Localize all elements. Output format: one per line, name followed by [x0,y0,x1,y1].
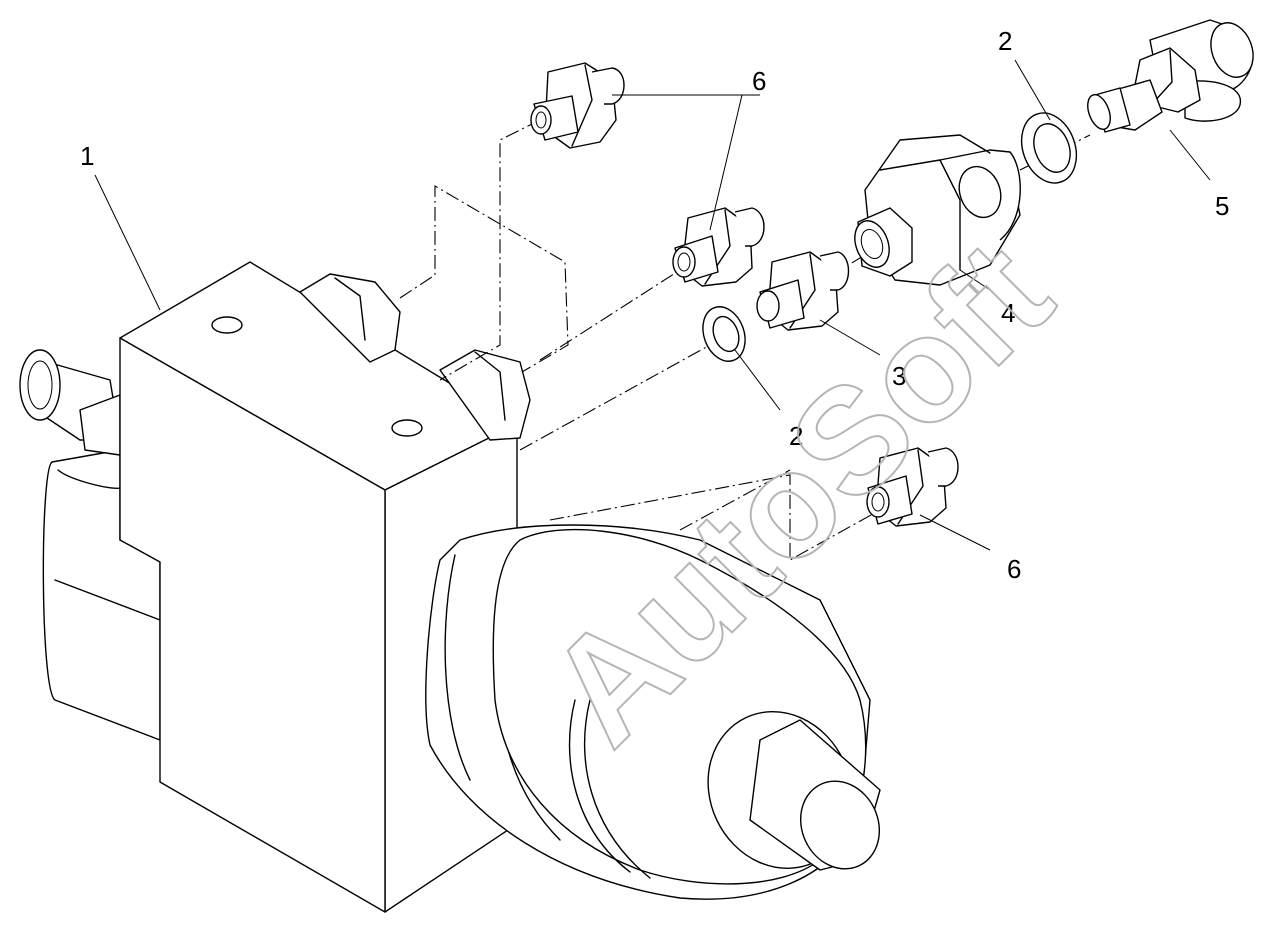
leader-lines [94,59,1211,551]
fitting-part-6-middle [672,207,765,287]
callout-2-lower: 2 [789,421,803,451]
fitting-part-6-lower [866,447,959,527]
connector-part-5 [1087,19,1254,133]
fitting-part-6-top [530,62,625,149]
callout-6-lower: 6 [1007,554,1021,584]
callout-labels: 1 6 2 5 4 3 2 6 [80,26,1229,584]
washer-part-2-lower [702,306,746,362]
fitting-part-3 [756,251,850,331]
callout-4: 4 [1001,298,1015,328]
callout-5: 5 [1215,191,1229,221]
callout-3: 3 [892,361,906,391]
callout-6-top: 6 [752,66,766,96]
valve-body-part-1 [19,261,881,913]
pressure-switch-part-4 [854,134,1021,286]
callout-2-upper: 2 [998,26,1012,56]
washer-part-2-upper [1020,112,1078,184]
callout-1: 1 [80,141,94,171]
